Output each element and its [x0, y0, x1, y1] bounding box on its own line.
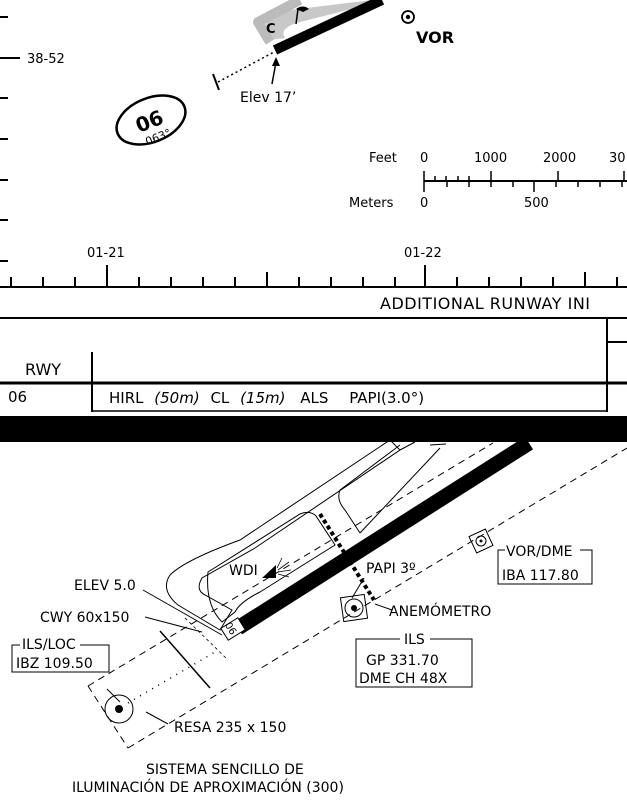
ils-gp: GP 331.70: [366, 653, 439, 669]
latitude-label: 38-52: [27, 52, 65, 67]
rwy-column-header: RWY: [25, 360, 61, 379]
elevation-label: Elev 17’: [240, 90, 296, 106]
top-chart: 38-52 C Elev 17’ 06 063° VOR Feet Meters…: [0, 0, 627, 288]
papi-detail-label: PAPI 3º: [366, 561, 416, 577]
approach-dotted-line: [217, 51, 275, 83]
rwy-value: 06: [8, 388, 27, 406]
wdi-label: WDI: [229, 563, 258, 579]
svg-text:HIRL (50m) CL: HIRL (50m) CL (15m) ALS PAPI(3.0°): [109, 389, 424, 407]
runway-oval: [115, 94, 187, 146]
scale-feet-label: Feet: [369, 151, 397, 166]
ils-title: ILS: [404, 632, 425, 648]
als-label: ALS: [300, 389, 328, 407]
papi-label: PAPI(3.0°): [349, 389, 424, 407]
elev-label: ELEV 5.0: [74, 578, 136, 594]
letter-c: C: [266, 22, 276, 37]
anemometer-icon: [339, 593, 369, 623]
ils-dme: DME CH 48X: [359, 671, 448, 687]
section-divider-band: [0, 416, 627, 442]
vor-label: VOR: [416, 28, 454, 47]
flag-icon: [295, 6, 309, 25]
vor-icon: [401, 10, 415, 24]
ils-loc-frequency: IBZ 109.50: [16, 656, 93, 672]
longitude-label-1: 01-21: [87, 246, 125, 261]
lighting-row: HIRL (50m) CL (15m) ALS PAPI(3.0°): [109, 389, 424, 407]
scale-feet-tick-3: 30: [609, 151, 626, 166]
approach-lighting: [106, 617, 229, 704]
approach-caption-line-1: SISTEMA SENCILLO DE: [146, 762, 304, 778]
hirl-label: HIRL: [109, 389, 144, 407]
longitude-label-2: 01-22: [404, 246, 442, 261]
cwy-label: CWY 60x150: [40, 610, 129, 626]
latitude-ticks: [0, 16, 20, 262]
papi-lights: [318, 512, 376, 602]
vor-dme-frequency: IBA 117.80: [502, 568, 579, 584]
longitude-ruler: [0, 265, 627, 288]
ils-loc-title: ILS/LOC: [22, 637, 76, 653]
runway-info-title: ADDITIONAL RUNWAY INI: [380, 294, 591, 313]
cl-label: CL: [210, 389, 229, 407]
runway-06: [233, 436, 534, 635]
resa-label: RESA 235 x 150: [174, 720, 286, 736]
apron-outline: [165, 439, 447, 631]
approach-caption-line-2: ILUMINACIÓN DE APROXIMACIÓN (300): [72, 778, 344, 796]
runway-06-segment: [272, 0, 385, 55]
runway-detail: 06 WDI PAPI 3º ANEMÓMETRO: [11, 436, 627, 796]
anemometro-label: ANEMÓMETRO: [389, 602, 491, 620]
scale-feet-tick-1: 1000: [474, 151, 507, 166]
vor-dme-title: VOR/DME: [506, 544, 573, 560]
scale-meters-tick-1: 500: [524, 196, 549, 211]
runway-06-threshold-label: 06: [220, 617, 246, 641]
ils-box: ILS GP 331.70 DME CH 48X: [355, 632, 473, 688]
localizer-icon: [104, 694, 134, 724]
scale-meters-tick-0: 0: [420, 196, 428, 211]
cl-spacing: (15m): [240, 389, 285, 407]
hirl-spacing: (50m): [154, 389, 199, 407]
vor-dme-icon: [468, 528, 494, 554]
taxiway-apron-outline: [253, 0, 303, 45]
scale-feet-tick-2: 2000: [543, 151, 576, 166]
runway-info-table: ADDITIONAL RUNWAY INI RWY 06 HIRL (50m) …: [0, 294, 627, 442]
ils-loc-box: ILS/LOC IBZ 109.50: [11, 637, 110, 673]
wind-indicator-icon: [262, 557, 292, 578]
vor-dme-box: VOR/DME IBA 117.80: [497, 544, 593, 585]
scale-bar: [423, 171, 627, 192]
taxiway-apron: [265, 0, 372, 40]
scale-meters-label: Meters: [349, 196, 394, 211]
scale-feet-tick-0: 0: [420, 151, 428, 166]
